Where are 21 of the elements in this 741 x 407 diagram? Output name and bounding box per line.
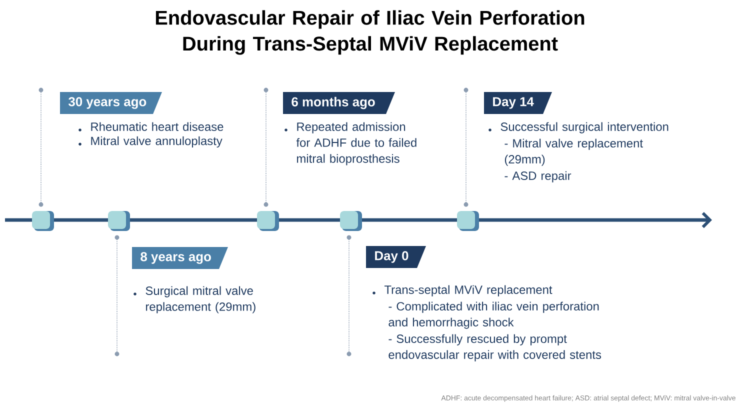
bullet-item: Mitral valve annuloplasty bbox=[78, 136, 222, 148]
sub-item: - ASD repair bbox=[504, 171, 572, 182]
bullet-item: Surgical mitral valve replacement (29mm) bbox=[134, 286, 256, 314]
sub-item: - Mitral valve replacement (29mm) bbox=[504, 138, 643, 166]
sub-item: - Successfully rescued by prompt endovascular repair with covered stents bbox=[388, 334, 602, 362]
date-tag: 30 years ago bbox=[60, 92, 162, 114]
timeline-marker bbox=[257, 211, 279, 231]
bullet-item: Trans-septal MViV replacement bbox=[372, 285, 552, 296]
title: Endovascular Repair of Iliac Vein Perforation During Trans-Septal MViV Replacement bbox=[156, 10, 584, 55]
timeline-marker bbox=[32, 211, 54, 231]
bullet-item: Successful surgical intervention bbox=[488, 122, 668, 134]
timeline-marker bbox=[340, 211, 362, 231]
date-tag: Day 0 bbox=[366, 246, 426, 268]
bullet-item: Repeated admission for ADHF due to failed mitral bioprosthesis bbox=[284, 122, 416, 166]
date-tag: Day 14 bbox=[484, 92, 552, 114]
date-tag: 6 months ago bbox=[283, 92, 395, 114]
timeline-marker bbox=[457, 211, 479, 231]
timeline-marker bbox=[108, 211, 130, 231]
date-tag: 8 years ago bbox=[132, 247, 228, 269]
sub-item: - Complicated with iliac vein perforation and hemorrhagic shock bbox=[388, 302, 599, 329]
bullet-item: Rheumatic heart disease bbox=[78, 122, 224, 132]
